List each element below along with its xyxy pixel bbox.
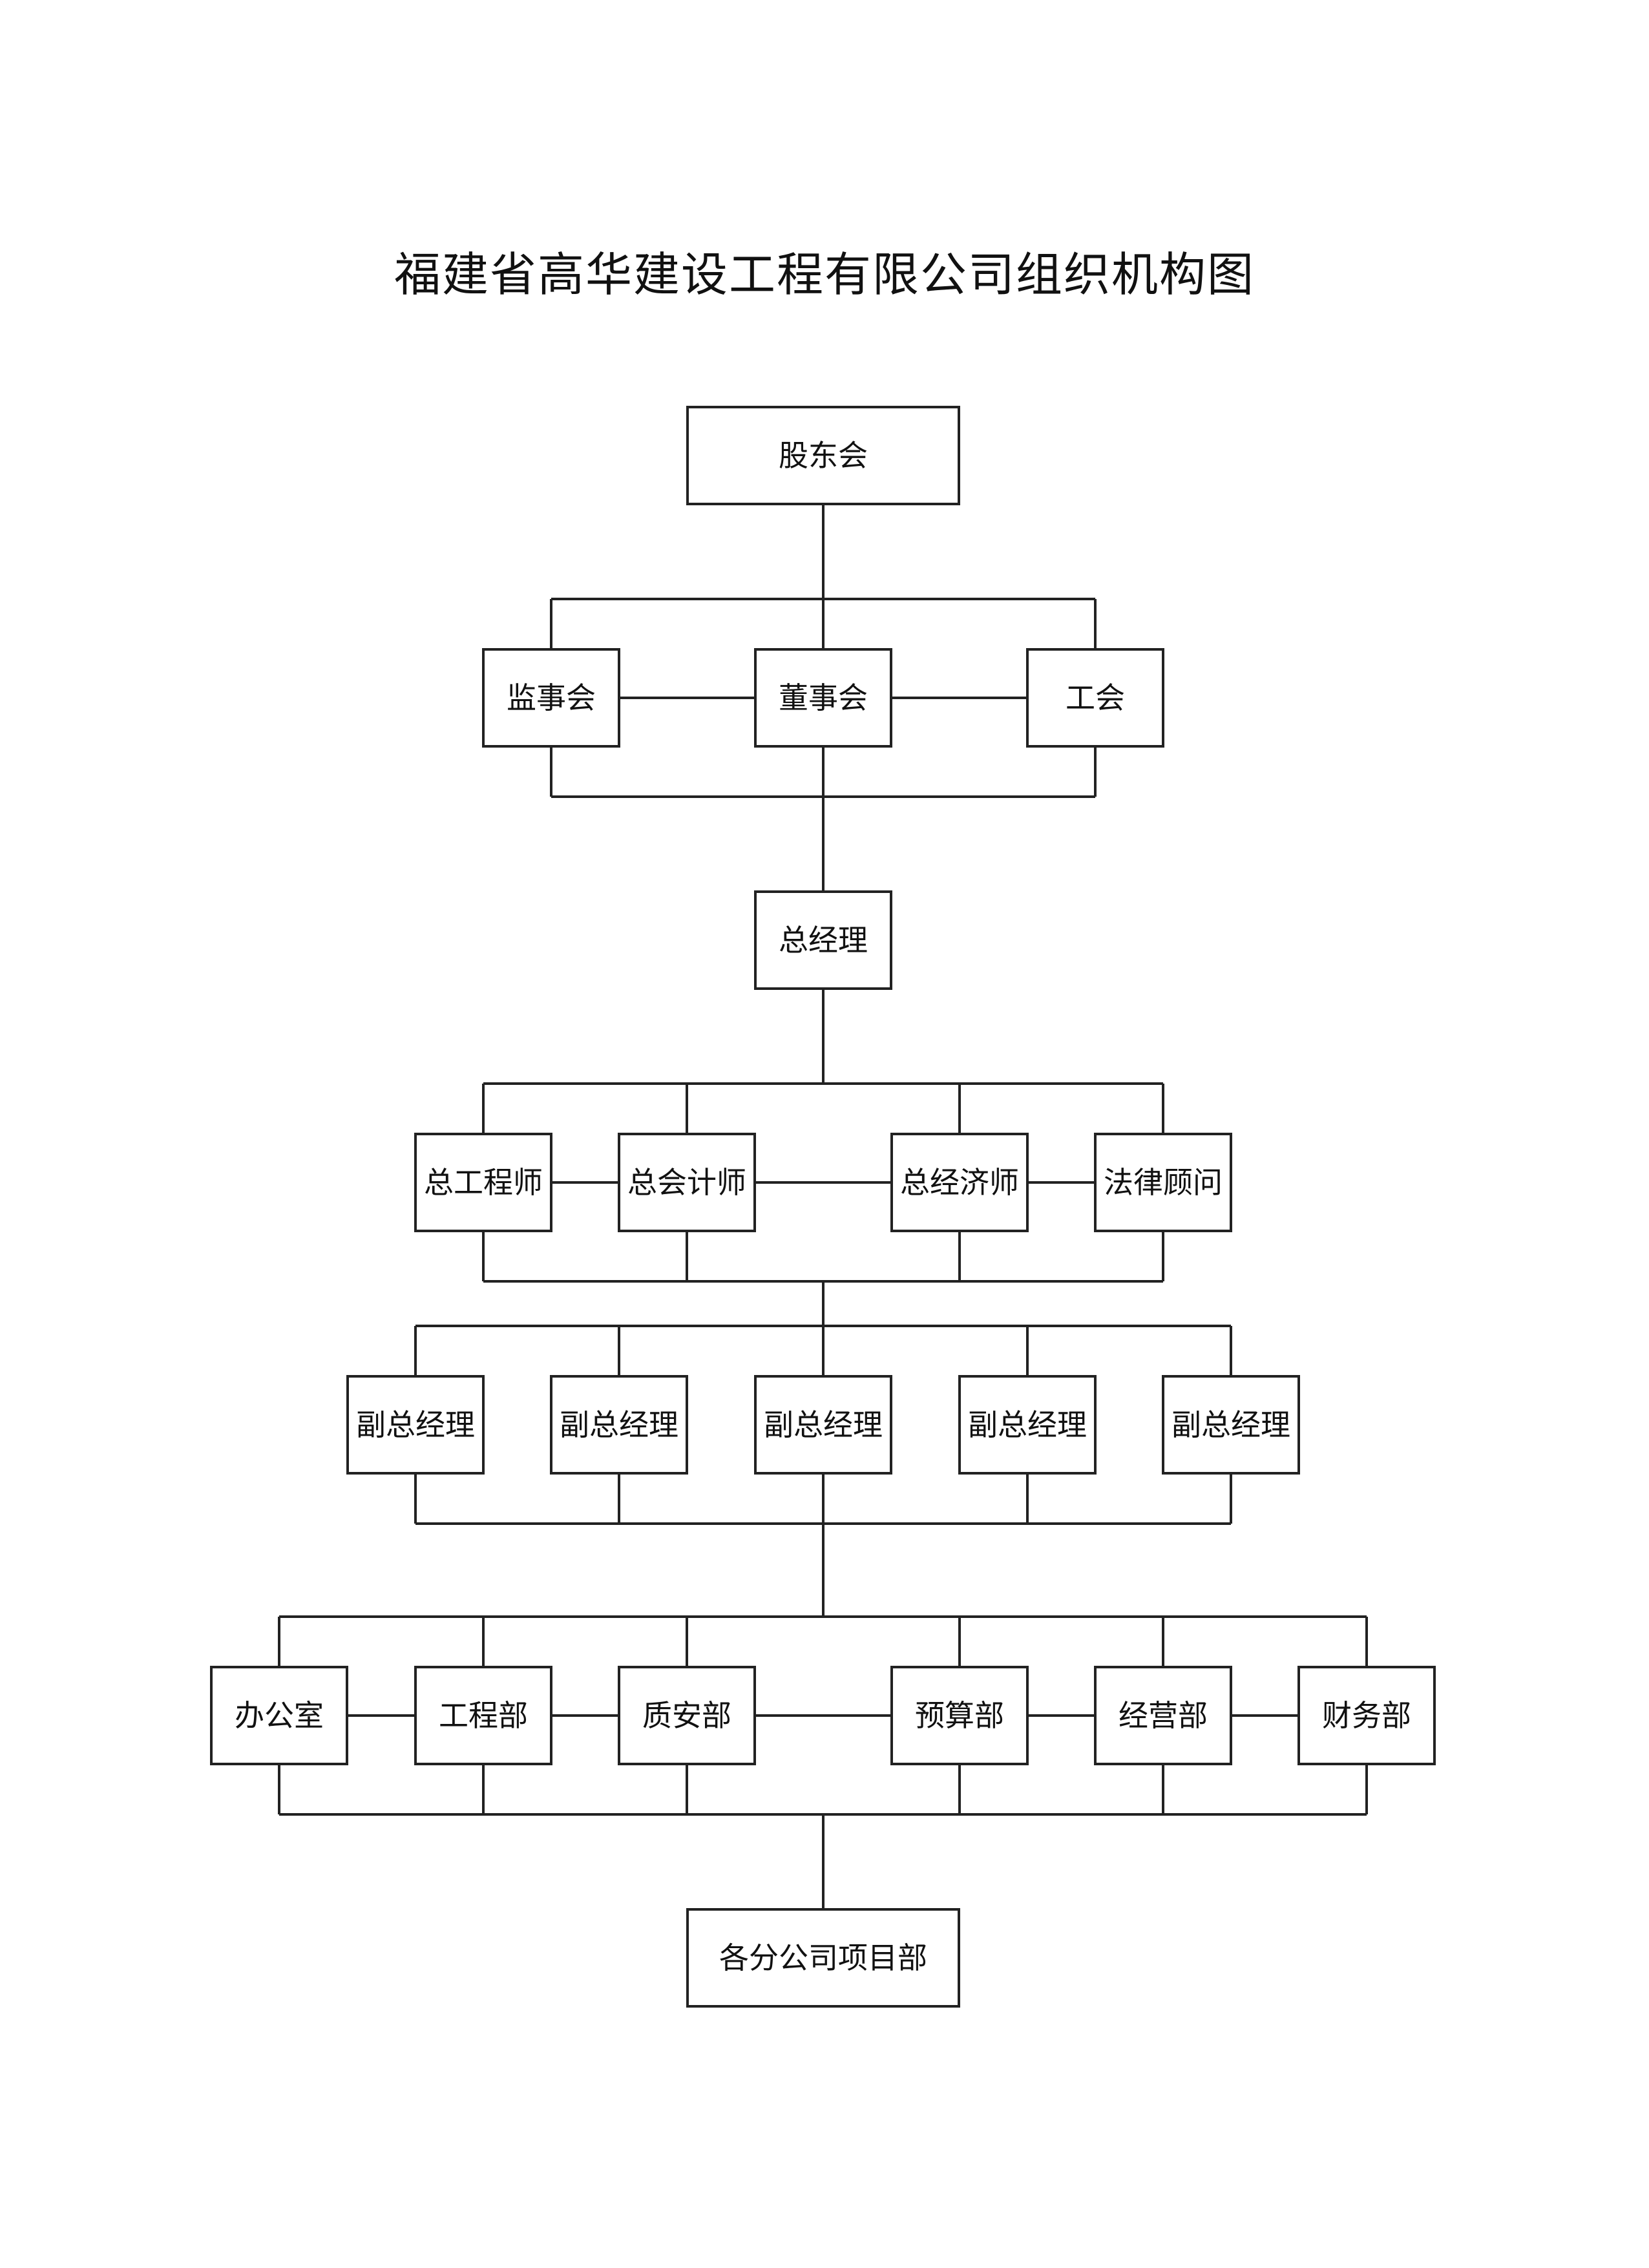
org-node-box [1094,1133,1232,1232]
org-node-box [346,1375,485,1475]
org-node-xiangmubu: 各分公司项目部 [686,1908,960,2008]
org-node-box [890,1666,1029,1765]
org-node-label: 副总经理 [1171,1407,1290,1442]
org-node-box [482,648,620,748]
org-node-box [1094,1666,1232,1765]
org-node-label: 副总经理 [764,1407,883,1442]
org-node-label: 副总经理 [968,1407,1087,1442]
org-node-fuzong1: 副总经理 [346,1375,485,1475]
org-node-box [754,890,892,990]
org-node-label: 工程部 [439,1698,528,1733]
org-node-fuzong4: 副总经理 [958,1375,1097,1475]
org-node-zhianbu: 质安部 [618,1666,756,1765]
org-node-label: 总会计师 [627,1165,746,1200]
org-node-label: 办公室 [235,1698,324,1733]
org-node-box [414,1133,552,1232]
connector-lines [278,504,1368,1909]
org-node-bangongshi: 办公室 [210,1666,348,1765]
org-node-box [414,1666,552,1765]
org-node-box [618,1133,756,1232]
org-node-zongjingli: 总经理 [754,890,892,990]
org-node-fuzong2: 副总经理 [550,1375,688,1475]
org-node-box [686,406,960,505]
org-node-box [686,1908,960,2008]
org-node-label: 总工程师 [424,1165,543,1200]
org-node-label: 总经理 [779,923,868,958]
org-node-label: 副总经理 [560,1407,678,1442]
org-node-label: 质安部 [642,1698,731,1733]
org-node-label: 总经济师 [900,1165,1019,1200]
org-node-gudonghui: 股东会 [686,406,960,505]
org-node-label: 经营部 [1119,1698,1208,1733]
org-node-label: 工会 [1066,680,1125,715]
org-node-box [618,1666,756,1765]
org-node-gonghui: 工会 [1026,648,1164,748]
org-node-box [210,1666,348,1765]
org-node-label: 股东会 [779,438,868,473]
org-node-label: 财务部 [1322,1698,1411,1733]
org-node-zongkuaijishi: 总会计师 [618,1133,756,1232]
org-node-label: 预算部 [915,1698,1004,1733]
org-node-label: 副总经理 [356,1407,475,1442]
org-node-box [1026,648,1164,748]
org-node-box [1297,1666,1436,1765]
org-node-label: 各分公司项目部 [719,1940,927,1975]
org-node-zongjingjishi: 总经济师 [890,1133,1029,1232]
org-node-yusuanbu: 预算部 [890,1666,1029,1765]
org-node-caiwubu: 财务部 [1297,1666,1436,1765]
org-node-falvguwen: 法律顾问 [1094,1133,1232,1232]
org-node-box [550,1375,688,1475]
org-node-dongshihui: 董事会 [754,648,892,748]
org-node-box [754,1375,892,1475]
org-node-box [958,1375,1097,1475]
org-node-label: 董事会 [779,680,868,715]
org-node-label: 法律顾问 [1104,1165,1223,1200]
org-node-jingyingbu: 经营部 [1094,1666,1232,1765]
org-node-label: 监事会 [507,680,596,715]
org-node-box [1162,1375,1300,1475]
page-title: 福建省高华建设工程有限公司组织机构图 [394,247,1255,302]
org-node-fuzong5: 副总经理 [1162,1375,1300,1475]
org-node-zonggongchengshi: 总工程师 [414,1133,552,1232]
org-node-gongchengbu: 工程部 [414,1666,552,1765]
org-node-box [754,648,892,748]
org-node-box [890,1133,1029,1232]
org-node-fuzong3: 副总经理 [754,1375,892,1475]
org-node-jianshihui: 监事会 [482,648,620,748]
